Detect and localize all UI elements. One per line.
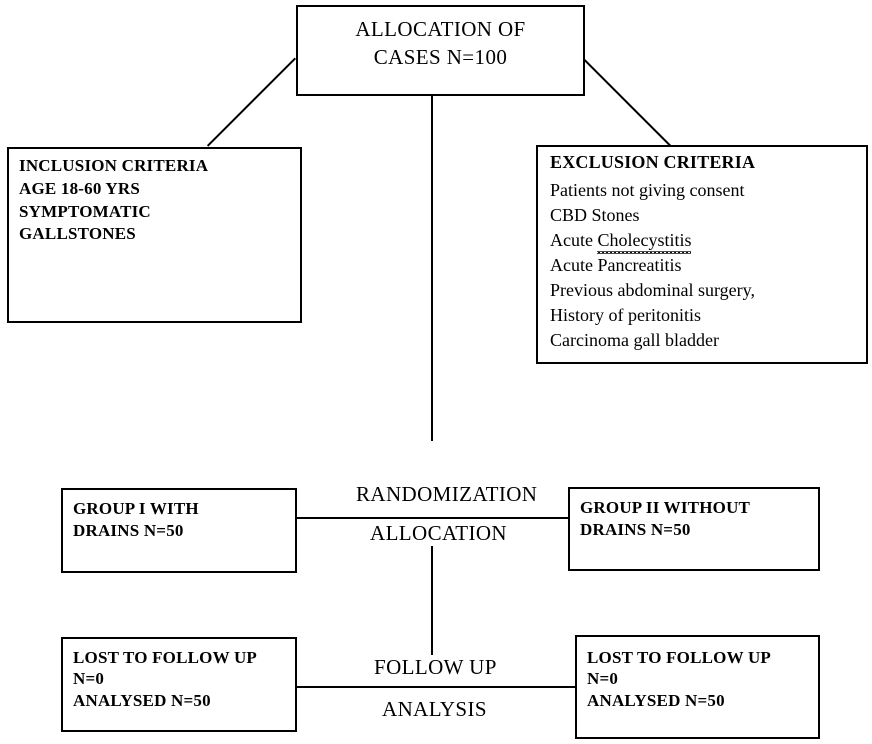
node-group-1-label: GROUP I WITH DRAINS N=50	[73, 499, 199, 541]
list-item: CBD Stones	[550, 205, 640, 226]
node-lost-to-followup-left: LOST TO FOLLOW UP N=0 ANALYSED N=50	[61, 637, 297, 732]
node-allocation-label: ALLOCATION OF CASES N=100	[355, 17, 526, 70]
spellcheck-underline: Cholecystitis	[597, 228, 692, 255]
stage-label-analysis: ANALYSIS	[382, 697, 487, 722]
list-item: Carcinoma gall bladder	[550, 330, 719, 351]
node-lost-to-followup-right-label: LOST TO FOLLOW UP N=0 ANALYSED N=50	[587, 648, 772, 710]
stage-label-randomization: RANDOMIZATION	[356, 482, 538, 507]
node-allocation-of-cases: ALLOCATION OF CASES N=100	[296, 5, 585, 96]
connector-horizontal-randomization	[296, 517, 569, 519]
node-lost-to-followup-right: LOST TO FOLLOW UP N=0 ANALYSED N=50	[575, 635, 820, 739]
connector-horizontal-followup	[296, 686, 576, 688]
connector-diagonal-to-inclusion	[206, 57, 296, 147]
node-exclusion-criteria: EXCLUSION CRITERIA Patients not giving c…	[536, 145, 868, 364]
list-item: History of peritonitis	[550, 305, 701, 326]
node-exclusion-list: Patients not giving consent CBD Stones A…	[550, 178, 860, 353]
node-group-2-label: GROUP II WITHOUT DRAINS N=50	[580, 498, 751, 540]
node-group-1-with-drains: GROUP I WITH DRAINS N=50	[61, 488, 297, 573]
list-item-misspelled: Acute Cholecystitis	[550, 228, 860, 255]
node-inclusion-criteria: INCLUSION CRITERIA AGE 18-60 YRS SYMPTOM…	[7, 147, 302, 323]
node-group-2-without-drains: GROUP II WITHOUT DRAINS N=50	[568, 487, 820, 571]
list-item: Acute Pancreatitis	[550, 255, 682, 276]
connector-vertical-main	[431, 95, 433, 441]
list-item: Previous abdominal surgery,	[550, 280, 755, 301]
node-lost-to-followup-left-label: LOST TO FOLLOW UP N=0 ANALYSED N=50	[73, 648, 258, 710]
node-exclusion-title: EXCLUSION CRITERIA	[550, 152, 756, 172]
connector-diagonal-to-exclusion	[583, 59, 673, 149]
stage-label-allocation: ALLOCATION	[370, 521, 507, 546]
connector-vertical-to-followup	[431, 545, 433, 655]
stage-label-followup: FOLLOW UP	[374, 655, 497, 680]
node-inclusion-label: INCLUSION CRITERIA AGE 18-60 YRS SYMPTOM…	[19, 156, 209, 244]
list-item: Patients not giving consent	[550, 180, 745, 200]
